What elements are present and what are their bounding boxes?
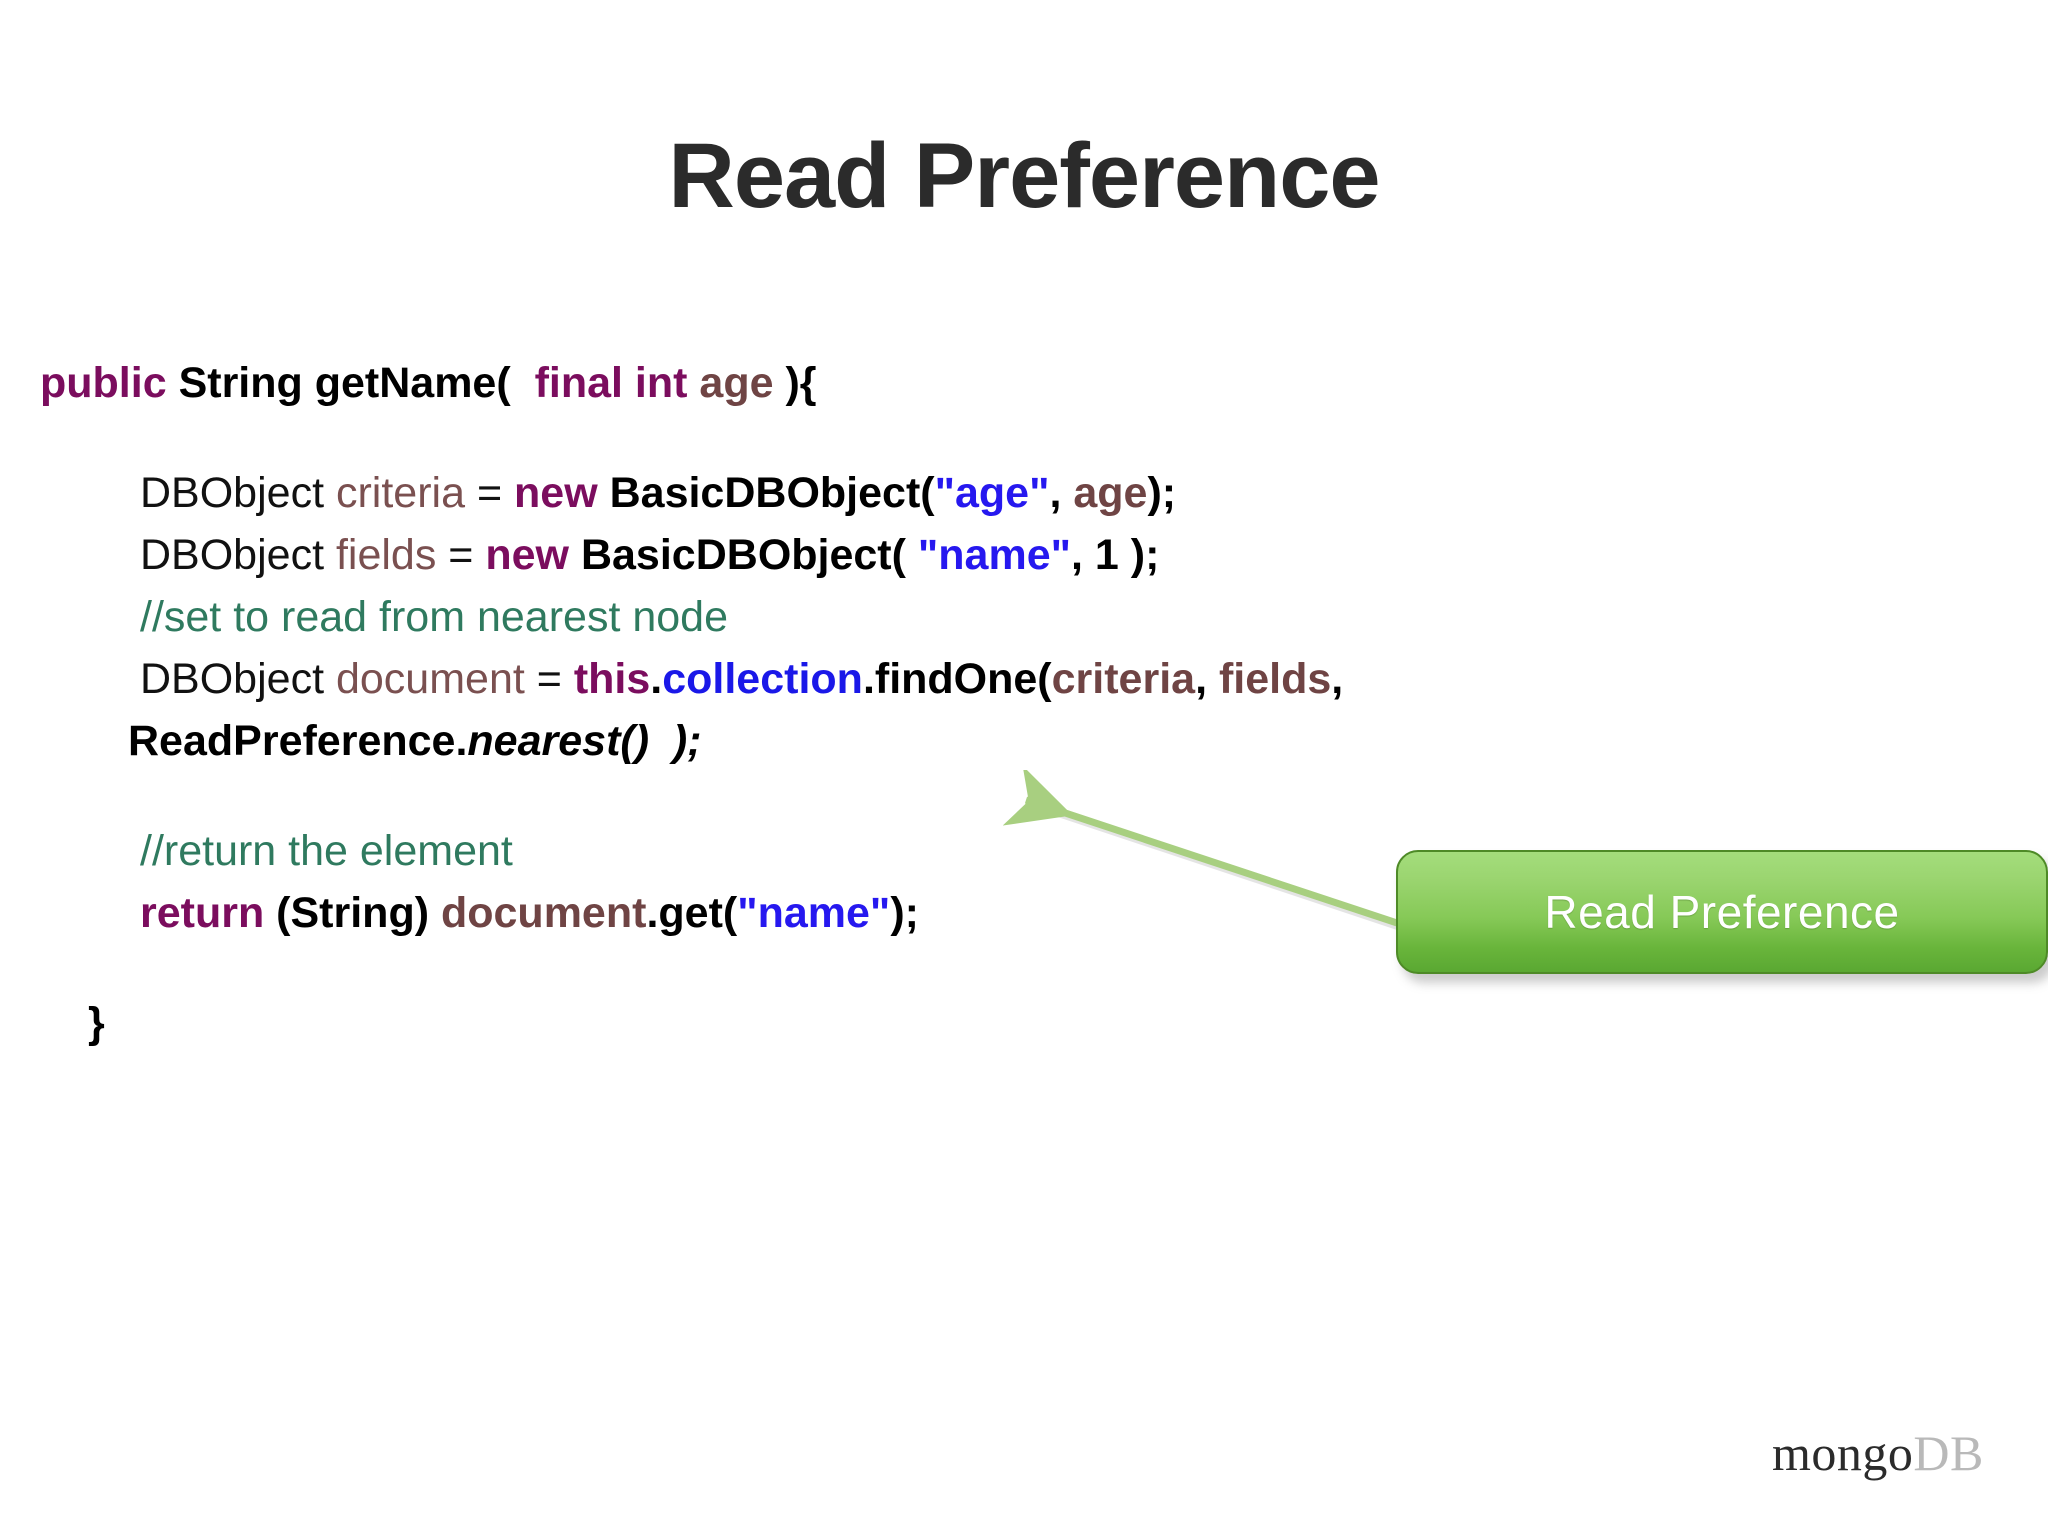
code-token-type: (String) [264,889,441,937]
line-comment-return: //return the element [40,820,1680,882]
code-token-type: .get( [646,889,738,937]
code-token-var: document [335,655,525,703]
code-token-string: "age" [934,469,1050,517]
code-token-keyword: final int [534,359,688,407]
code-token-var: criteria [335,469,465,517]
code-token-italic: ); [649,717,702,765]
code-token-type-light: DBObject [140,655,336,703]
code-token-type-light: DBObject [140,469,336,517]
line-return: return (String) document.get("name"); [40,882,1680,944]
callout-label: Read Preference [1544,886,1900,938]
code-token-type: String getName( [178,359,511,407]
page-title: Read Preference [668,125,1380,227]
line-comment-nearest: //set to read from nearest node [40,586,1680,648]
line-readpreference: ReadPreference.nearest() ); [40,710,1680,772]
code-token-type: , 1 ); [1071,531,1160,579]
code-block: public String getName( final int age ){ … [40,352,1680,1054]
mongodb-logo: mongoDB [1772,1424,1984,1482]
code-token-keyword: new [485,531,570,579]
code-token-type: . [650,655,663,703]
line-gap-2 [40,772,1680,820]
code-token-type-light: = [465,469,515,517]
code-token-string: "name" [917,531,1071,579]
code-token-plain [167,359,179,407]
code-token-plain [687,359,699,407]
code-token-keyword: public [40,359,167,407]
code-token-type: , [1049,469,1074,517]
code-token-keyword: this [573,655,651,703]
code-token-type: .findOne( [862,655,1052,703]
line-close-brace: } [40,992,1680,1054]
code-token-type-light: DBObject [140,531,336,579]
code-token-type-light: = [524,655,574,703]
code-token-italic: nearest() [467,717,650,765]
code-token-var-bold: criteria [1051,655,1196,703]
callout-box-read-preference[interactable]: Read Preference [1396,850,2048,974]
code-token-var-bold: age [699,359,774,407]
line-signature: public String getName( final int age ){ [40,352,1680,414]
mongodb-logo-secondary: DB [1913,1425,1984,1481]
line-gap-1 [40,414,1680,462]
code-token-var-bold: age [1073,469,1148,517]
code-token-bold: } [88,999,105,1047]
code-token-type-light: = [436,531,486,579]
line-fields: DBObject fields = new BasicDBObject( "na… [40,524,1680,586]
code-token-bold: ReadPreference. [128,717,468,765]
code-token-comment: //return the element [140,827,513,875]
code-token-type: , [1195,655,1219,703]
code-token-field: collection [662,655,863,703]
code-token-type: , [1331,655,1344,703]
code-token-keyword: return [140,889,265,937]
line-findone: DBObject document = this.collection.find… [40,648,1680,710]
code-token-type: BasicDBObject( [597,469,935,517]
code-token-var-bold: fields [1218,655,1332,703]
code-token-type: ); [1147,469,1177,517]
code-token-plain [511,359,535,407]
code-token-type: ){ [773,359,817,407]
line-criteria: DBObject criteria = new BasicDBObject("a… [40,462,1680,524]
code-token-var: fields [335,531,437,579]
code-token-type: ); [890,889,919,937]
code-token-keyword: new [514,469,598,517]
mongodb-logo-primary: mongo [1772,1425,1914,1481]
code-token-string: "name" [737,889,891,937]
code-token-comment: //set to read from nearest node [140,593,728,641]
code-token-type: BasicDBObject( [569,531,918,579]
code-token-var-bold: document [440,889,647,937]
